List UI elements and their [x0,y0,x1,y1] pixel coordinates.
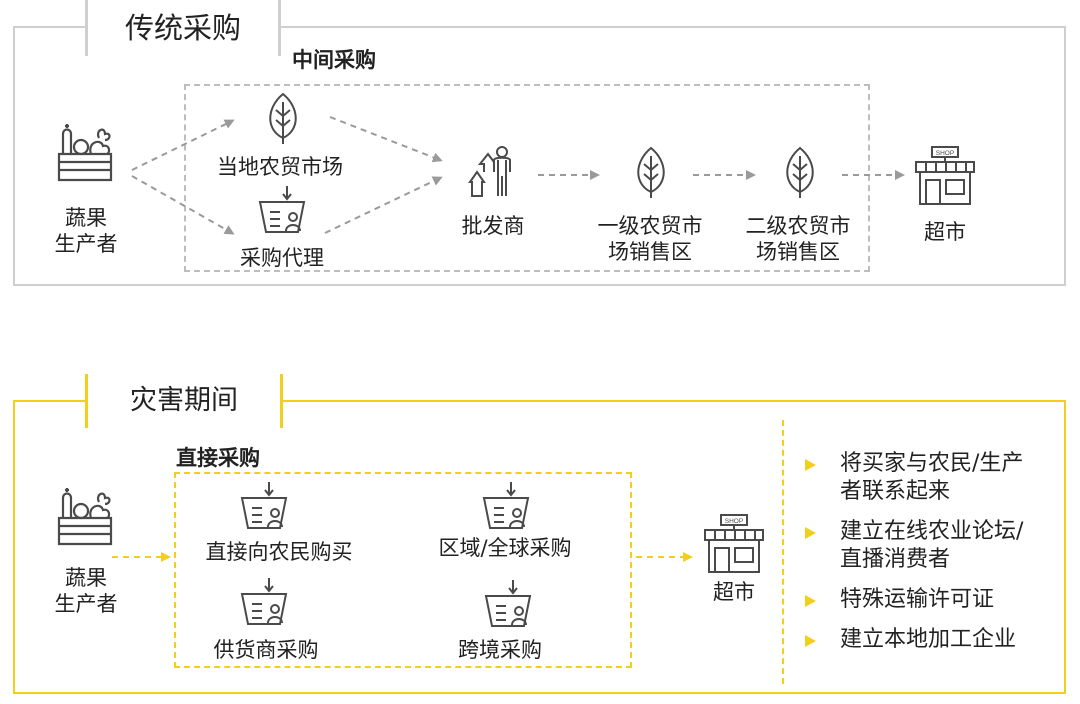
wholesaler-growth-icon [468,146,511,197]
supermarket-label: 超市 [924,220,966,244]
purchase-basket-icon [484,580,532,627]
second-market-label: 二级农贸市 场销售区 [745,214,851,264]
agent-label: 采购代理 [240,246,324,270]
purchase-basket-icon [482,482,530,529]
leaf-icon [269,92,297,144]
supermarket-label: 超市 [713,580,755,604]
vegetable-crate-icon [57,124,113,182]
bullet-item: 将买家与农民/生产 者联系起来 [805,450,1023,505]
purchase-basket-icon [240,578,288,625]
bullet-triangle-icon [805,595,816,607]
bullet-text: 建立在线农业论坛/ 直播消费者 [840,519,1024,572]
direct-item-label: 区域/全球采购 [438,536,572,560]
leaf-icon [637,146,665,198]
purchase-basket-icon [258,186,306,233]
bullet-text: 特殊运输许可证 [840,587,995,612]
disaster-tab: 灾害期间 [85,374,283,428]
direct-box [174,472,632,668]
shop-sign-text: SHOP [725,518,743,525]
direct-title: 直接采购 [176,446,260,470]
wholesaler-label: 批发商 [461,214,525,238]
shop-icon: SHOP [704,514,764,573]
bullet-text: 将买家与农民/生产 者联系起来 [840,451,1024,504]
bullet-triangle-icon [805,459,816,471]
traditional-tab: 传统采购 [85,0,281,56]
bullet-item: 特殊运输许可证 [805,586,994,614]
bullet-text: 建立本地加工企业 [840,627,1017,652]
first-market-label: 一级农贸市 场销售区 [597,214,703,264]
direct-item-label: 直接向农民购买 [205,540,353,564]
leaf-icon [786,146,814,198]
producer-label: 蔬果 生产者 [54,206,118,256]
direct-item-label: 跨境采购 [458,638,542,662]
bullet-item: 建立本地加工企业 [805,626,1016,654]
bullet-item: 建立在线农业论坛/ 直播消费者 [805,518,1023,573]
traditional-title: 传统采购 [124,11,241,45]
vegetable-crate-icon [57,488,113,546]
shop-icon: SHOP [915,146,975,205]
direct-item-label: 供货商采购 [213,638,319,662]
disaster-title: 灾害期间 [130,385,238,416]
bullet-triangle-icon [805,635,816,647]
shop-sign-text: SHOP [936,150,954,157]
local-market-label: 当地农贸市场 [217,155,343,179]
purchase-basket-icon [240,482,288,529]
intermediate-title: 中间采购 [292,48,376,72]
traditional-panel [13,26,1066,286]
intermediate-box [184,84,870,272]
disaster-panel [13,400,1066,694]
bullet-triangle-icon [805,527,816,539]
producer-label: 蔬果 生产者 [54,566,118,616]
divider-line [782,420,784,684]
